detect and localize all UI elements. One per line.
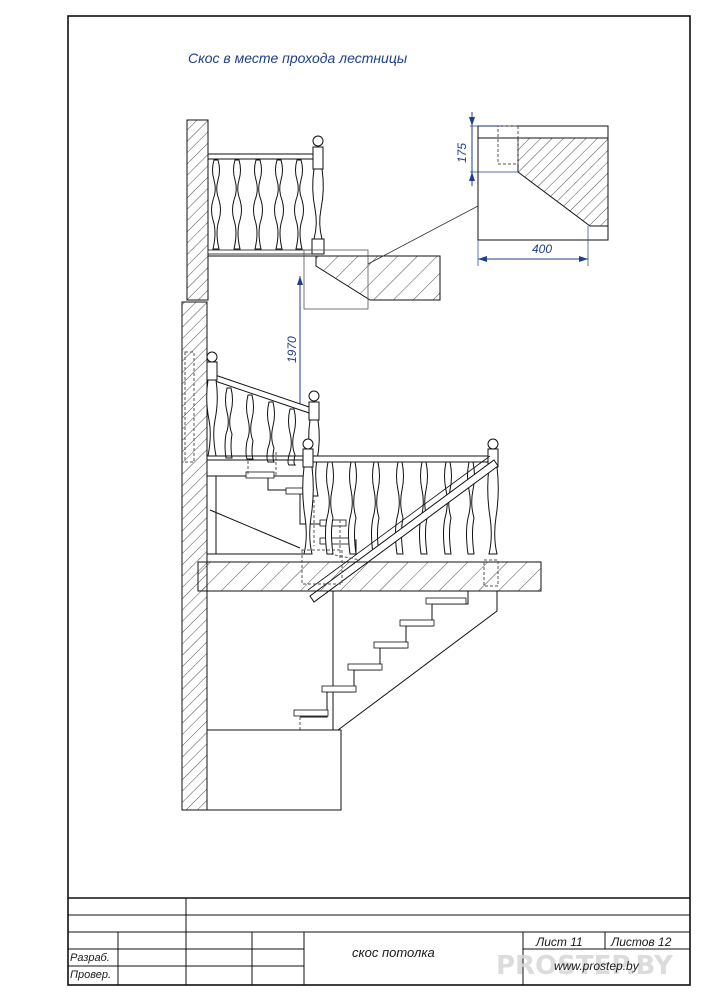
dim-1970-label: 1970 <box>285 336 299 363</box>
checked-by-label: Провер. <box>70 969 111 981</box>
sheet-count: Листов 12 <box>610 935 672 949</box>
lower-slab <box>197 561 542 592</box>
dimension-slope-height: 175 <box>455 112 475 186</box>
upper-slab <box>208 255 441 301</box>
main-wall <box>181 301 208 811</box>
website-link[interactable]: www.prostep.by <box>554 959 640 973</box>
slope-detail <box>470 125 609 266</box>
sheet-number: Лист 11 <box>535 935 583 949</box>
lower-stair-flight <box>206 591 498 811</box>
upper-floor <box>186 119 479 310</box>
sheet-name: скос потолка <box>352 945 435 960</box>
watermark: PROSTEP.BY <box>496 951 674 981</box>
sheet-frame <box>67 15 691 986</box>
drawing-title: Скос в месте прохода лестницы <box>188 50 408 66</box>
title-block <box>68 897 690 985</box>
upper-railing <box>207 135 325 255</box>
middle-landing <box>206 452 357 560</box>
dimension-headroom: 1970 <box>285 276 303 405</box>
dim-400-label: 400 <box>532 242 552 256</box>
upper-wall <box>186 119 209 301</box>
dimension-slope-length: 400 <box>478 242 588 262</box>
middle-railing <box>206 351 320 497</box>
developed-by-label: Разраб. <box>70 952 110 964</box>
detail-callout <box>303 249 369 310</box>
dim-175-label: 175 <box>455 143 469 163</box>
